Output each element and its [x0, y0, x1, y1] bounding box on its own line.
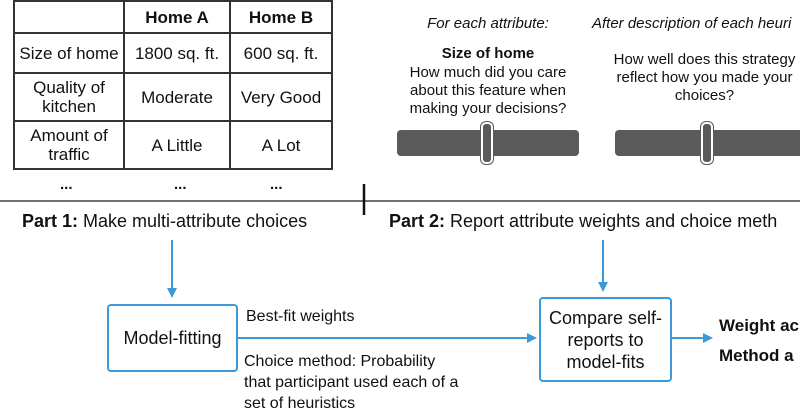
example-choice-table: Home A Home B Size of home 1800 sq. ft. … [13, 0, 333, 170]
output-method-accuracy: Method a [719, 346, 794, 365]
table-cell: Amount of traffic [13, 120, 125, 170]
table-cell: A Lot [229, 120, 333, 170]
part2-heading: Part 2: Report attribute weights and cho… [389, 211, 777, 232]
part2-label: Part 2: [389, 211, 446, 231]
output-weight-accuracy: Weight ac [719, 316, 799, 335]
table-cell: Quality of kitchen [13, 72, 125, 122]
table-ellipsis: ... [270, 176, 283, 193]
table-ellipsis: ... [174, 176, 187, 193]
table-cell: A Little [123, 120, 231, 170]
table-cell: Moderate [123, 72, 231, 122]
model-fitting-box: Model-fitting [107, 304, 238, 372]
table-cell: Size of home [13, 32, 125, 74]
heuristic-panel-heading: After description of each heuri [592, 15, 792, 32]
table-header-home-a: Home A [123, 0, 231, 34]
slider-handle[interactable] [701, 122, 713, 164]
table-cell: 600 sq. ft. [229, 32, 333, 74]
part1-heading: Part 1: Make multi-attribute choices [22, 211, 307, 232]
choice-method-label: Choice method: Probability that particip… [244, 353, 459, 412]
part1-text: Make multi-attribute choices [78, 211, 308, 231]
part2-text: Report attribute weights and choice meth [445, 211, 778, 231]
part1-label: Part 1: [22, 211, 79, 231]
best-fit-weights-label: Best-fit weights [246, 308, 355, 325]
attribute-panel-heading: For each attribute: [427, 15, 549, 32]
compare-box: Compare self-reports to model-fits [539, 297, 672, 382]
table-header-home-b: Home B [229, 0, 333, 34]
attribute-question: How much did you care about this feature… [409, 64, 567, 117]
table-cell: 1800 sq. ft. [123, 32, 231, 74]
heuristic-question: How well does this strategy reflect how … [613, 51, 796, 104]
slider-handle[interactable] [481, 122, 493, 164]
attribute-name: Size of home [441, 45, 535, 62]
attribute-weight-slider[interactable] [397, 122, 579, 164]
heuristic-slider[interactable] [615, 122, 800, 164]
table-ellipsis: ... [60, 176, 73, 193]
table-cell: Very Good [229, 72, 333, 122]
table-header-empty [13, 0, 125, 34]
